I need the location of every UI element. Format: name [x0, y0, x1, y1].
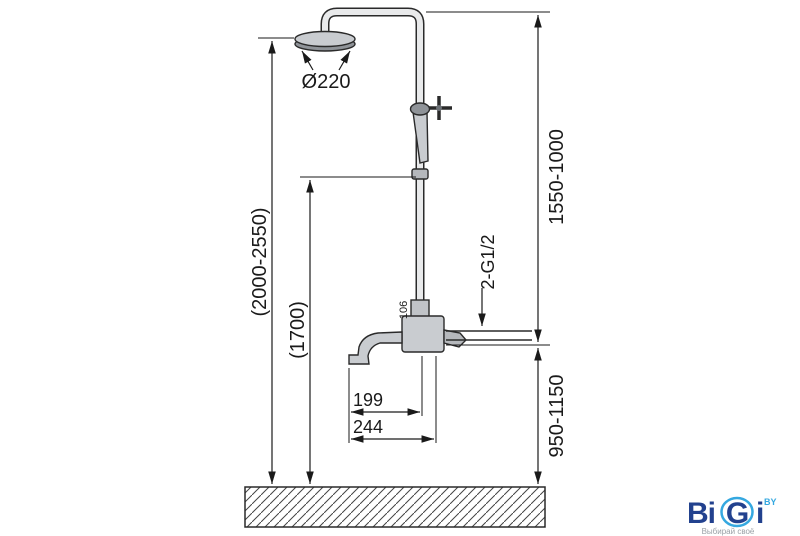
- dim-head-diameter: Ø220: [301, 50, 351, 93]
- logo-suffix: BY: [764, 497, 777, 507]
- hand-shower-holder-knob: [436, 105, 442, 111]
- hand-shower-handle: [412, 111, 429, 164]
- hand-shower-head: [409, 102, 431, 116]
- dim-spout-244-label: 244: [353, 417, 383, 437]
- shower-pipe-fill: [322, 9, 423, 302]
- shower-system-drawing: [244, 7, 546, 528]
- dim-upper-range-label: 1550-1000: [546, 129, 568, 225]
- dim-lower-range: 950-1150: [534, 348, 568, 484]
- dim-spout-reach: 199 244: [348, 356, 437, 443]
- mixer-body: [401, 315, 445, 353]
- dim-total-height-label: (2000-2550): [249, 208, 271, 317]
- dim-hand-shower-label: (1700): [287, 301, 309, 359]
- logo-text-g: G: [726, 497, 748, 530]
- dim-diameter-arrow-right: [338, 50, 351, 71]
- dimension-annotations: (2000-2550) (1700) 1550-1000 950-1150 2-…: [249, 11, 568, 484]
- logo-tagline: Выбирай своё: [702, 527, 755, 536]
- shower-head-dome: [294, 30, 356, 48]
- dim-total-height: (2000-2550): [249, 37, 294, 484]
- overhead-shower-head: [294, 30, 356, 52]
- logo-text-bi: Bi: [687, 497, 715, 530]
- logo-text-i: i: [756, 497, 763, 530]
- mixer-assembly: [348, 299, 532, 365]
- dim-diameter-arrow-left: [301, 50, 314, 71]
- dim-connection-label: 2-G1/2: [478, 234, 498, 289]
- brand-logo: Bi G i BY Выбирай своё: [687, 496, 777, 536]
- hand-shower: [409, 96, 452, 180]
- mixer-spout: [348, 331, 403, 365]
- dim-lower-range-label: 950-1150: [546, 374, 568, 457]
- dim-mixer-offset-label: 106: [398, 301, 410, 319]
- dim-hand-shower-height: (1700): [287, 176, 416, 484]
- riser-connector: [410, 299, 430, 318]
- dim-diameter-label: Ø220: [302, 71, 351, 93]
- dim-spout-199-label: 199: [353, 390, 383, 410]
- dim-connection-thread: 2-G1/2: [478, 234, 498, 326]
- shower-pipe-outline: [320, 7, 425, 302]
- dim-mixer-offset: 106: [398, 301, 410, 319]
- dim-upper-range: 1550-1000: [426, 11, 568, 346]
- floor-hatch: [244, 486, 546, 528]
- floor: [244, 486, 546, 528]
- logo-circle: [720, 496, 754, 528]
- mixer-handle: [443, 329, 467, 348]
